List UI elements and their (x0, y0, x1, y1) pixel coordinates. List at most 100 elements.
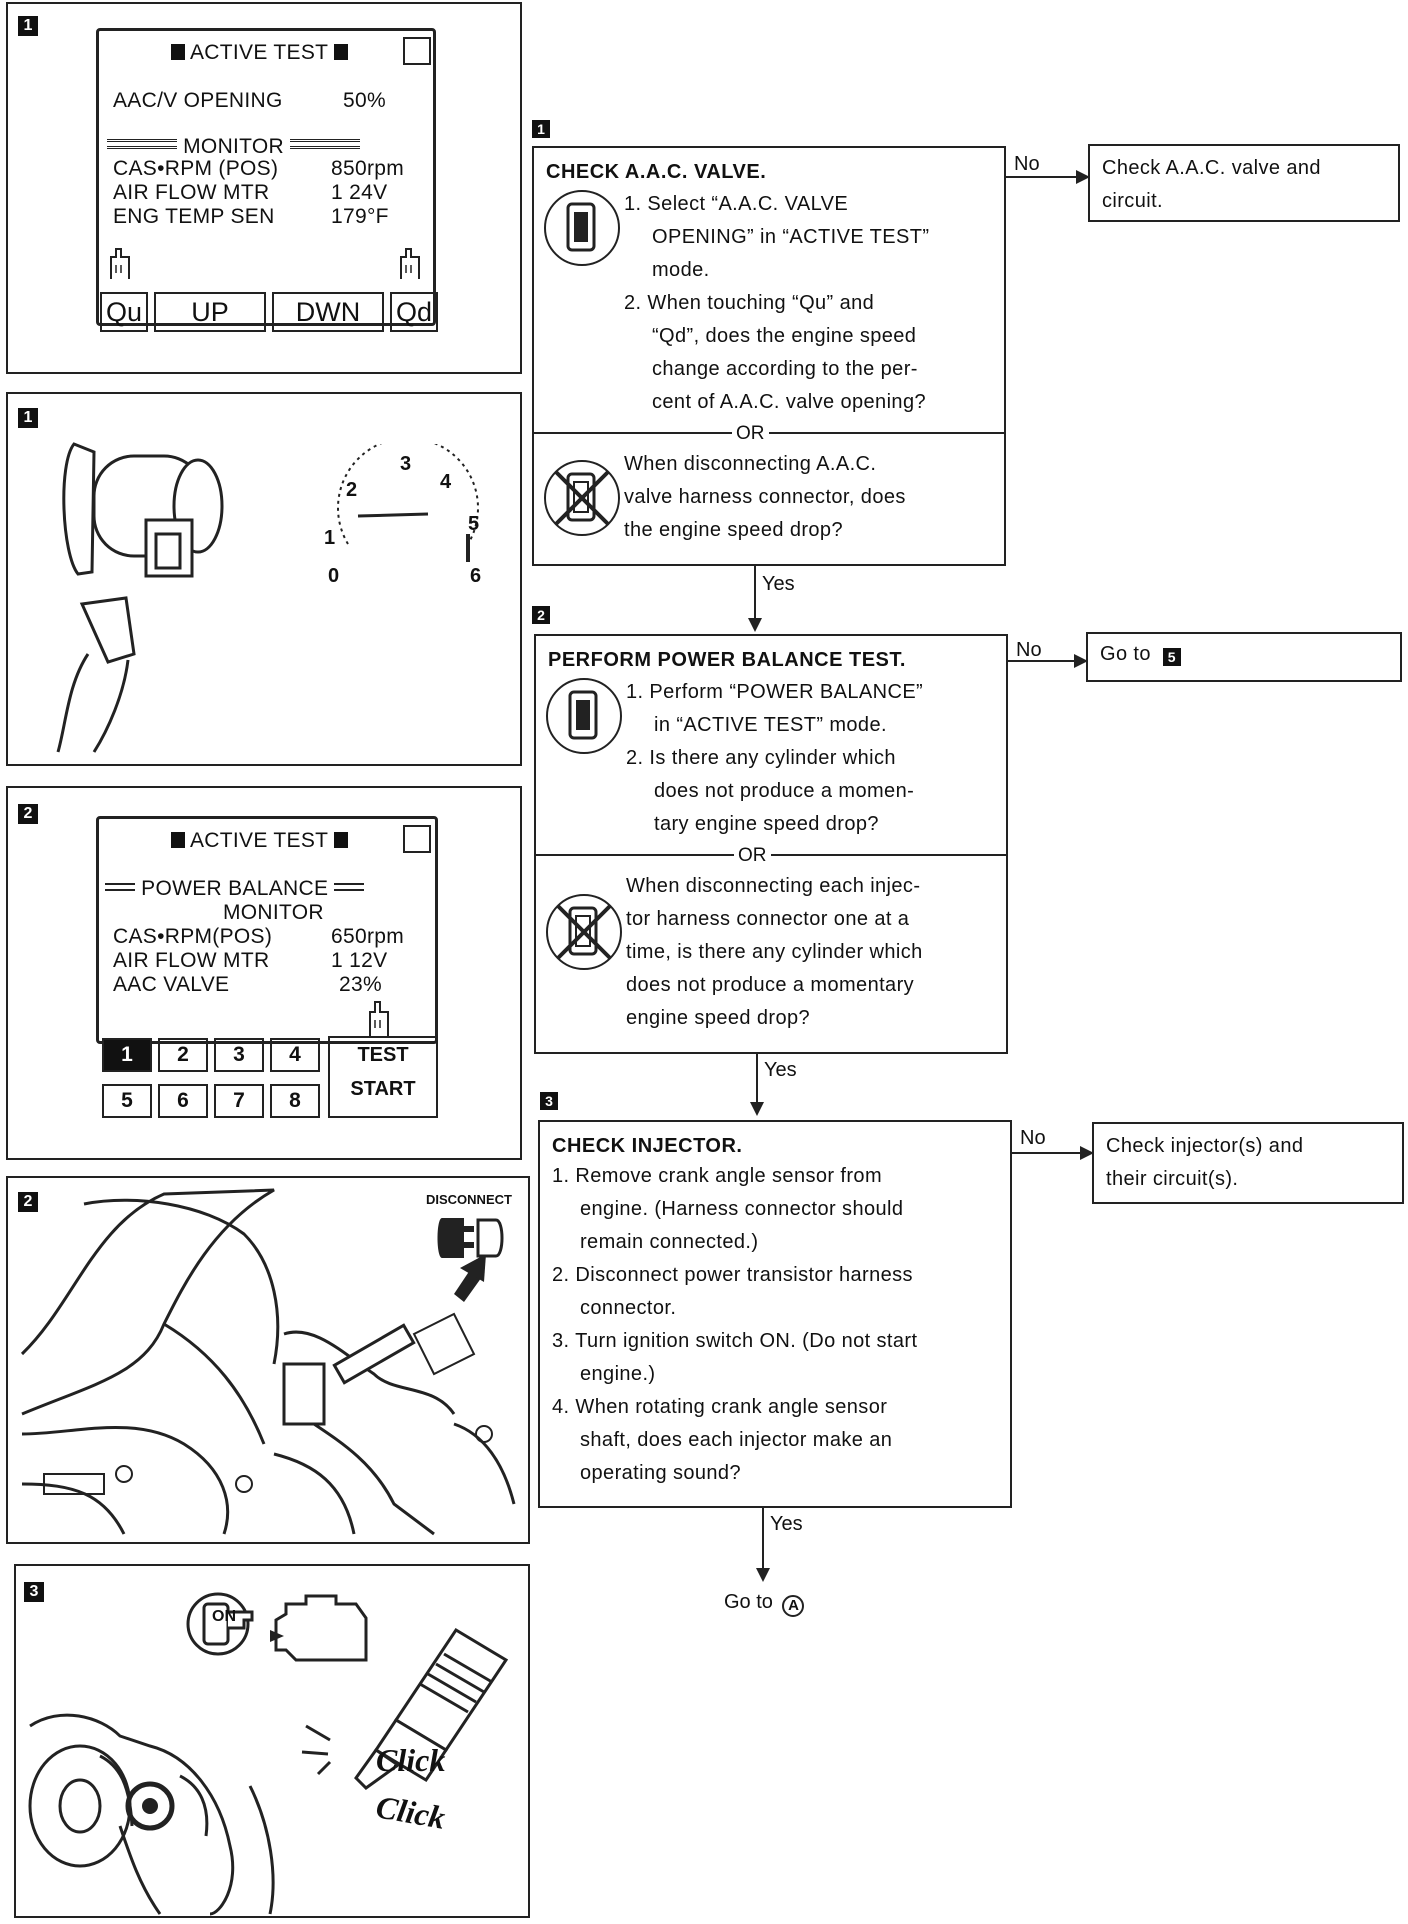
step2-box: PERFORM POWER BALANCE TEST. 1. Perform “… (534, 634, 1008, 1054)
yes-connector (754, 566, 756, 620)
arrow-right-icon (1080, 1146, 1094, 1160)
disconnect-tester-icon (544, 460, 620, 536)
monitor-row-value: 23% (339, 973, 382, 996)
step3-line: shaft, does each injector make an (580, 1429, 893, 1451)
ignition-key-icon (186, 1592, 254, 1656)
step1-line: change according to the per- (652, 358, 918, 380)
connector-disconnect-icon (437, 1218, 504, 1258)
step3-line: 2. Disconnect power transistor harness (552, 1264, 913, 1286)
monitor-row-label: AIR FLOW MTR (113, 181, 270, 204)
step1-alt-line: When disconnecting A.A.C. (624, 453, 877, 475)
arrow-down-icon (756, 1568, 770, 1582)
checkbox-icon[interactable] (403, 825, 431, 853)
no-label: No (1014, 153, 1040, 175)
monitor-divider: MONITOR (107, 135, 437, 159)
step1-alt-line: the engine speed drop? (624, 519, 843, 541)
test-start-button[interactable]: TEST START (328, 1036, 438, 1118)
step1-title: CHECK A.A.C. VALVE. (546, 161, 767, 183)
step2-no-result: Go to 5 (1086, 632, 1402, 682)
step2-line: in “ACTIVE TEST” mode. (654, 714, 887, 736)
step3-line: engine. (Harness connector should (580, 1198, 904, 1220)
result-line: their circuit(s). (1106, 1168, 1239, 1190)
ignition-on-label: ON (212, 1608, 236, 1625)
step1-no-result: Check A.A.C. valve and circuit. (1088, 144, 1400, 222)
intake-manifold-illustration (20, 1188, 516, 1536)
sound-lines-icon (301, 1724, 332, 1776)
monitor-row-label: AIR FLOW MTR (113, 949, 270, 972)
final-goto[interactable]: Go to A (724, 1590, 805, 1617)
step2-line: does not produce a momen- (654, 780, 915, 802)
cylinder-button-3[interactable]: 3 (214, 1038, 264, 1072)
or-divider (536, 854, 1006, 856)
consult-screen: ACTIVE TEST POWER BALANCE MONITOR CAS•RP… (96, 816, 438, 1044)
crank-angle-sensor-illustration (28, 1713, 275, 1916)
step-badge: 3 (540, 1092, 558, 1110)
finger-pointer-icon (400, 248, 420, 279)
no-connector (1006, 176, 1086, 178)
result-line: Check A.A.C. valve and (1102, 157, 1321, 179)
down-button[interactable]: DWN (272, 292, 384, 332)
mode-label: POWER BALANCE (141, 877, 329, 900)
gauge-tick: 6 (470, 565, 482, 587)
disconnect-tester-icon (546, 894, 622, 970)
step-badge: 2 (18, 804, 38, 824)
monitor-label: MONITOR (223, 901, 324, 924)
step1-line: “Qd”, does the engine speed (652, 325, 917, 347)
param-label: AAC/V OPENING (113, 89, 283, 112)
gauge-tick: 5 (468, 513, 480, 535)
panel-power-balance-screen: 2 ACTIVE TEST POWER BALANCE MONITOR CAS•… (6, 786, 522, 1160)
step3-line: operating sound? (580, 1462, 741, 1484)
qd-button[interactable]: Qd (390, 292, 438, 332)
cylinder-button-4[interactable]: 4 (270, 1038, 320, 1072)
monitor-row-label: ENG TEMP SEN (113, 205, 275, 228)
tachometer-gauge (337, 444, 479, 562)
yes-label: Yes (770, 1513, 803, 1535)
cylinder-button-6[interactable]: 6 (158, 1084, 208, 1118)
gauge-tick: 4 (440, 471, 452, 493)
panel-aac-active-test: 1 ACTIVE TEST AAC/V OPENING 50% MONITOR … (6, 2, 522, 374)
monitor-row-value: 1 24V (331, 181, 388, 204)
yes-connector (756, 1054, 758, 1106)
panel-injector-disconnect-illustration: 2 DISCONNECT (6, 1176, 530, 1544)
yes-connector (762, 1508, 764, 1570)
cylinder-button-1[interactable]: 1 (102, 1038, 152, 1072)
qu-button[interactable]: Qu (100, 292, 148, 332)
step2-alt-line: tor harness connector one at a (626, 908, 910, 930)
cylinder-button-8[interactable]: 8 (270, 1084, 320, 1118)
gauge-tick: 0 (328, 565, 340, 587)
step2-alt-line: does not produce a momentary (626, 974, 915, 996)
cylinder-button-7[interactable]: 7 (214, 1084, 264, 1118)
monitor-row-label: CAS•RPM(POS) (113, 925, 273, 948)
step3-line: engine.) (580, 1363, 656, 1385)
step3-line: 3. Turn ignition switch ON. (Do not star… (552, 1330, 918, 1352)
arrow-right-icon (1074, 654, 1088, 668)
goto-badge[interactable]: 5 (1162, 648, 1181, 666)
result-line: Check injector(s) and (1106, 1135, 1304, 1157)
screen-title: ACTIVE TEST (189, 829, 328, 852)
panel-injector-sound-illustration: 3 ON Click Click (14, 1564, 530, 1918)
circled-a-icon: A (782, 1595, 805, 1617)
no-connector (1012, 1152, 1090, 1154)
step1-line: mode. (652, 259, 710, 281)
step2-line: 2. Is there any cylinder which (626, 747, 896, 769)
yes-label: Yes (764, 1059, 797, 1081)
arrow-right-icon (1076, 170, 1090, 184)
step2-alt-line: engine speed drop? (626, 1007, 811, 1029)
gauge-tick: 1 (324, 527, 336, 549)
or-label: OR (734, 846, 771, 866)
monitor-row-value: 650rpm (331, 925, 405, 948)
panel-aac-valve-illustration: 1 0 1 2 3 4 5 6 (6, 392, 522, 766)
cylinder-button-2[interactable]: 2 (158, 1038, 208, 1072)
step1-line: 1. Select “A.A.C. VALVE (624, 193, 849, 215)
checkbox-icon[interactable] (403, 37, 431, 65)
or-divider (534, 432, 1004, 434)
final-goto-prefix: Go to (724, 1591, 773, 1613)
yes-label: Yes (762, 573, 795, 595)
result-line: circuit. (1102, 190, 1163, 212)
up-button[interactable]: UP (154, 292, 266, 332)
step3-box: CHECK INJECTOR. 1. Remove crank angle se… (538, 1120, 1012, 1508)
step3-line: remain connected.) (580, 1231, 759, 1253)
step2-alt-line: When disconnecting each injec- (626, 875, 921, 897)
step1-line: OPENING” in “ACTIVE TEST” (652, 226, 930, 248)
cylinder-button-5[interactable]: 5 (102, 1084, 152, 1118)
